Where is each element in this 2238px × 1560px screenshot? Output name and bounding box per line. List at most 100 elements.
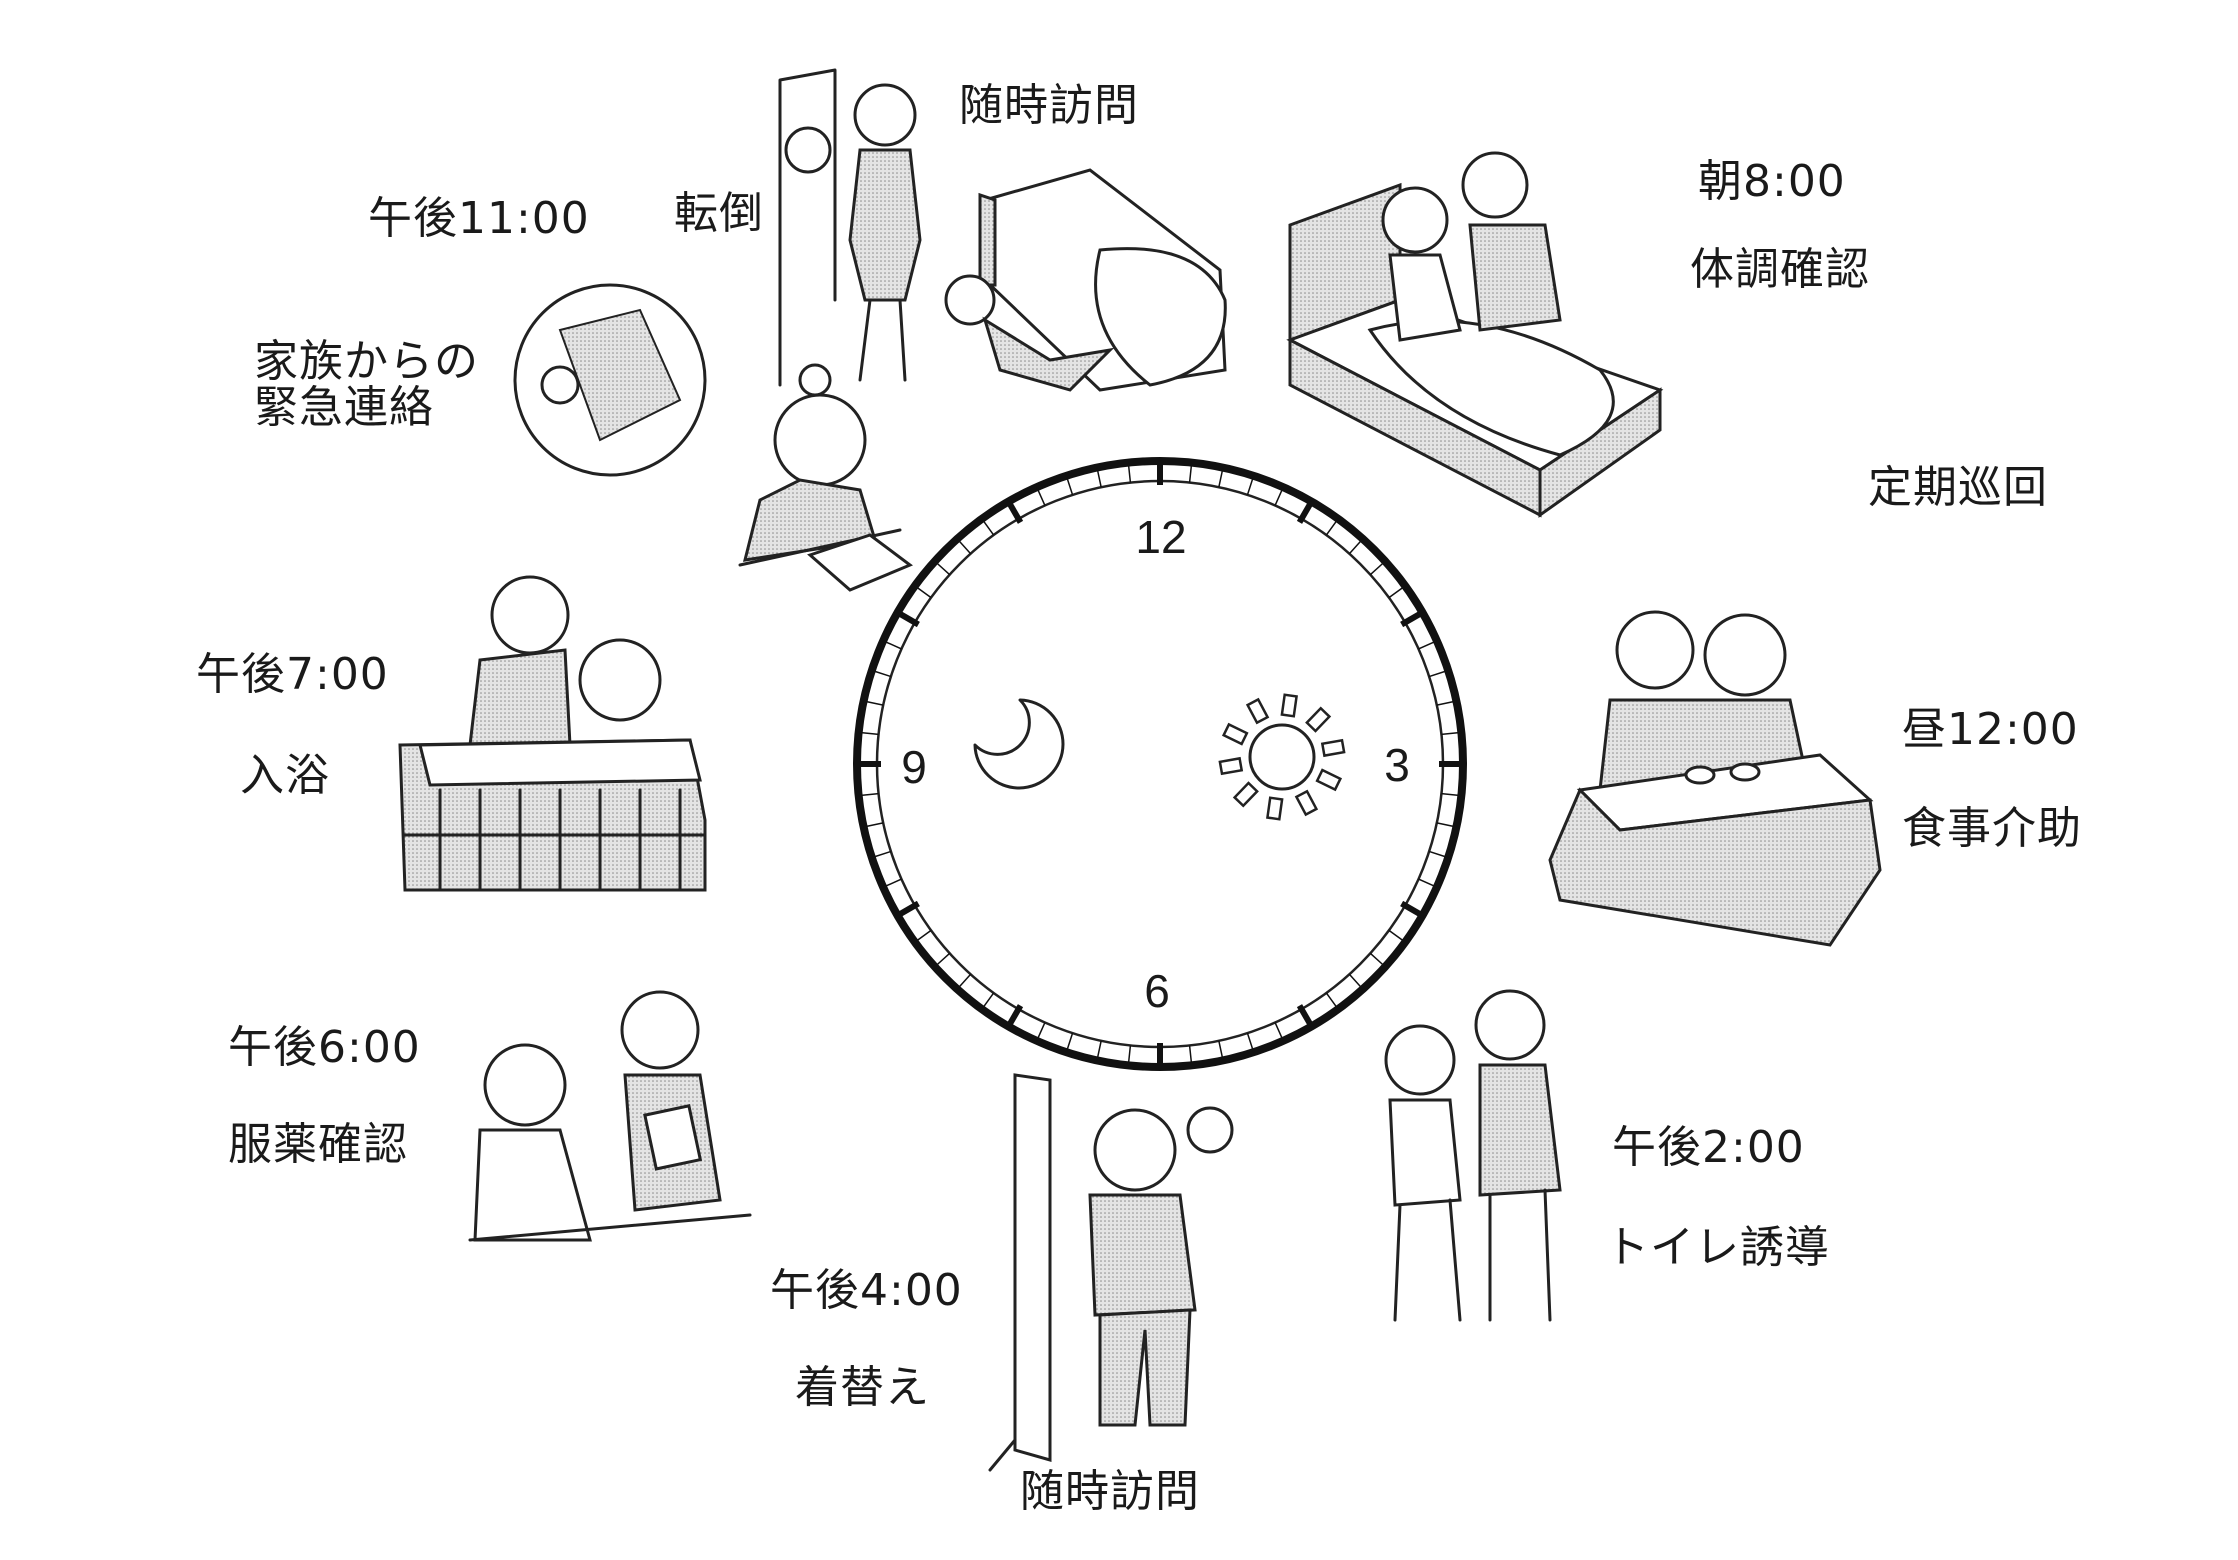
clock-hour-tick	[1005, 1004, 1024, 1028]
sun-icon	[1218, 693, 1346, 821]
clock-hour-tick	[1296, 1004, 1315, 1028]
clock-hour-tick	[1400, 900, 1424, 919]
clock-minute-tick	[934, 560, 951, 576]
clock-minute-tick	[871, 669, 892, 678]
clock-minute-tick	[1369, 560, 1386, 576]
clock-minute-tick	[956, 538, 972, 555]
clock-minute-tick	[914, 585, 932, 599]
sun-ray	[1245, 697, 1270, 725]
clock-minute-tick	[1369, 952, 1386, 968]
clock-minute-tick	[1065, 1032, 1074, 1053]
clock-minute-tick	[858, 731, 879, 736]
pm2-time-label: 午後2:00	[1612, 1122, 1805, 1173]
clothes-change-illustration	[988, 1073, 1234, 1472]
clock-minute-tick	[1418, 878, 1438, 888]
clock-minute-tick	[1218, 1040, 1224, 1061]
fall-scene-illustration	[778, 68, 1227, 392]
clock-minute-tick	[956, 973, 972, 990]
clock-minute-tick	[882, 640, 902, 650]
clock-minute-tick	[1325, 992, 1339, 1010]
clock-minute-tick	[981, 518, 995, 536]
sun-ray	[1315, 768, 1343, 792]
noon-task-label: 食事介助	[1902, 803, 2082, 854]
clock-minute-tick	[1036, 486, 1046, 506]
clock-minute-tick	[1246, 475, 1255, 496]
clock-inner-ring	[875, 479, 1445, 1049]
sun-ray	[1232, 781, 1259, 808]
clock-minute-tick	[1127, 462, 1132, 483]
clock-minute-tick	[1218, 467, 1224, 488]
morning-check-illustration	[1286, 151, 1664, 518]
clock-minute-tick	[1274, 1022, 1284, 1042]
clock-number-9: 9	[901, 741, 927, 793]
pm7-task-label: 入浴	[240, 750, 330, 801]
clock-minute-tick	[863, 700, 884, 706]
sun-ray	[1221, 722, 1249, 746]
clock-minute-tick	[882, 878, 902, 888]
am8-task-label: 体調確認	[1690, 244, 1870, 295]
sun-ray	[1294, 789, 1319, 817]
clock-minute-tick	[1388, 929, 1406, 943]
visit-anytime-label-bottom: 随時訪問	[1020, 1466, 1200, 1517]
visit-anytime-label-top: 随時訪問	[959, 80, 1139, 131]
am8-time-label: 朝8:00	[1698, 156, 1846, 207]
family-call-label-line1: 家族からの	[254, 336, 479, 387]
clock-minute-tick	[1418, 640, 1438, 650]
clock-hour-tick	[1296, 500, 1315, 524]
clock-number-12: 12	[1135, 511, 1186, 563]
clock-minute-tick	[1428, 669, 1449, 678]
clock-minute-tick	[1065, 475, 1074, 496]
pm6-task-label: 服薬確認	[228, 1119, 408, 1170]
noon-time-label: 昼12:00	[1902, 704, 2079, 755]
clock-minute-tick	[858, 792, 879, 797]
bathing-illustration	[398, 575, 707, 892]
regular-round-label: 定期巡回	[1868, 462, 2048, 513]
clock-minute-tick	[1441, 792, 1462, 797]
clock-minute-tick	[1188, 1045, 1193, 1066]
clock-hour-tick	[896, 900, 920, 919]
clock-minute-tick	[1246, 1032, 1255, 1053]
pm4-time-label: 午後4:00	[770, 1265, 963, 1316]
clock-minute-tick	[871, 850, 892, 859]
pm4-task-label: 着替え	[795, 1362, 930, 1413]
sun-ray	[1320, 738, 1346, 758]
clock-minute-tick	[1188, 462, 1193, 483]
clock-minute-tick	[934, 952, 951, 968]
clock-minute-tick	[1096, 467, 1102, 488]
pm7-time-label: 午後7:00	[196, 649, 389, 700]
clock-minute-tick	[981, 992, 995, 1010]
clock-minute-tick	[1325, 518, 1339, 536]
clock-minute-tick	[1348, 538, 1364, 555]
sun-ray	[1280, 693, 1298, 718]
clock-minute-tick	[1348, 973, 1364, 990]
moon-icon	[973, 698, 1065, 790]
clock-number-3: 3	[1384, 739, 1410, 791]
clock-minute-tick	[1436, 822, 1457, 828]
clock-minute-tick	[1428, 850, 1449, 859]
medication-check-illustration	[468, 990, 752, 1242]
clock-hour-tick	[896, 609, 920, 628]
clock-minute-tick	[1096, 1040, 1102, 1061]
clock-number-6: 6	[1144, 965, 1170, 1017]
pm6-time-label: 午後6:00	[228, 1022, 421, 1073]
pm2-task-label: トイレ誘導	[1605, 1222, 1830, 1273]
clock-minute-tick	[914, 929, 932, 943]
clock-hour-tick	[1400, 609, 1424, 628]
clock-minute-tick	[1274, 486, 1284, 506]
meal-assistance-illustration	[1548, 610, 1882, 947]
sun-ray	[1218, 756, 1244, 776]
clock-minute-tick	[863, 822, 884, 828]
sun-ray	[1266, 796, 1284, 821]
pm11-time-label: 午後11:00	[368, 193, 590, 244]
sun-ray	[1305, 706, 1332, 733]
clock-minute-tick	[1127, 1045, 1132, 1066]
clock-minute-tick	[1436, 700, 1457, 706]
toilet-guidance-illustration	[1384, 989, 1562, 1322]
clock-minute-tick	[1441, 731, 1462, 736]
clock-minute-tick	[1388, 585, 1406, 599]
family-call-label-line2: 緊急連絡	[254, 382, 434, 433]
clock-hour-tick	[1005, 500, 1024, 524]
clock-minute-tick	[1036, 1022, 1046, 1042]
